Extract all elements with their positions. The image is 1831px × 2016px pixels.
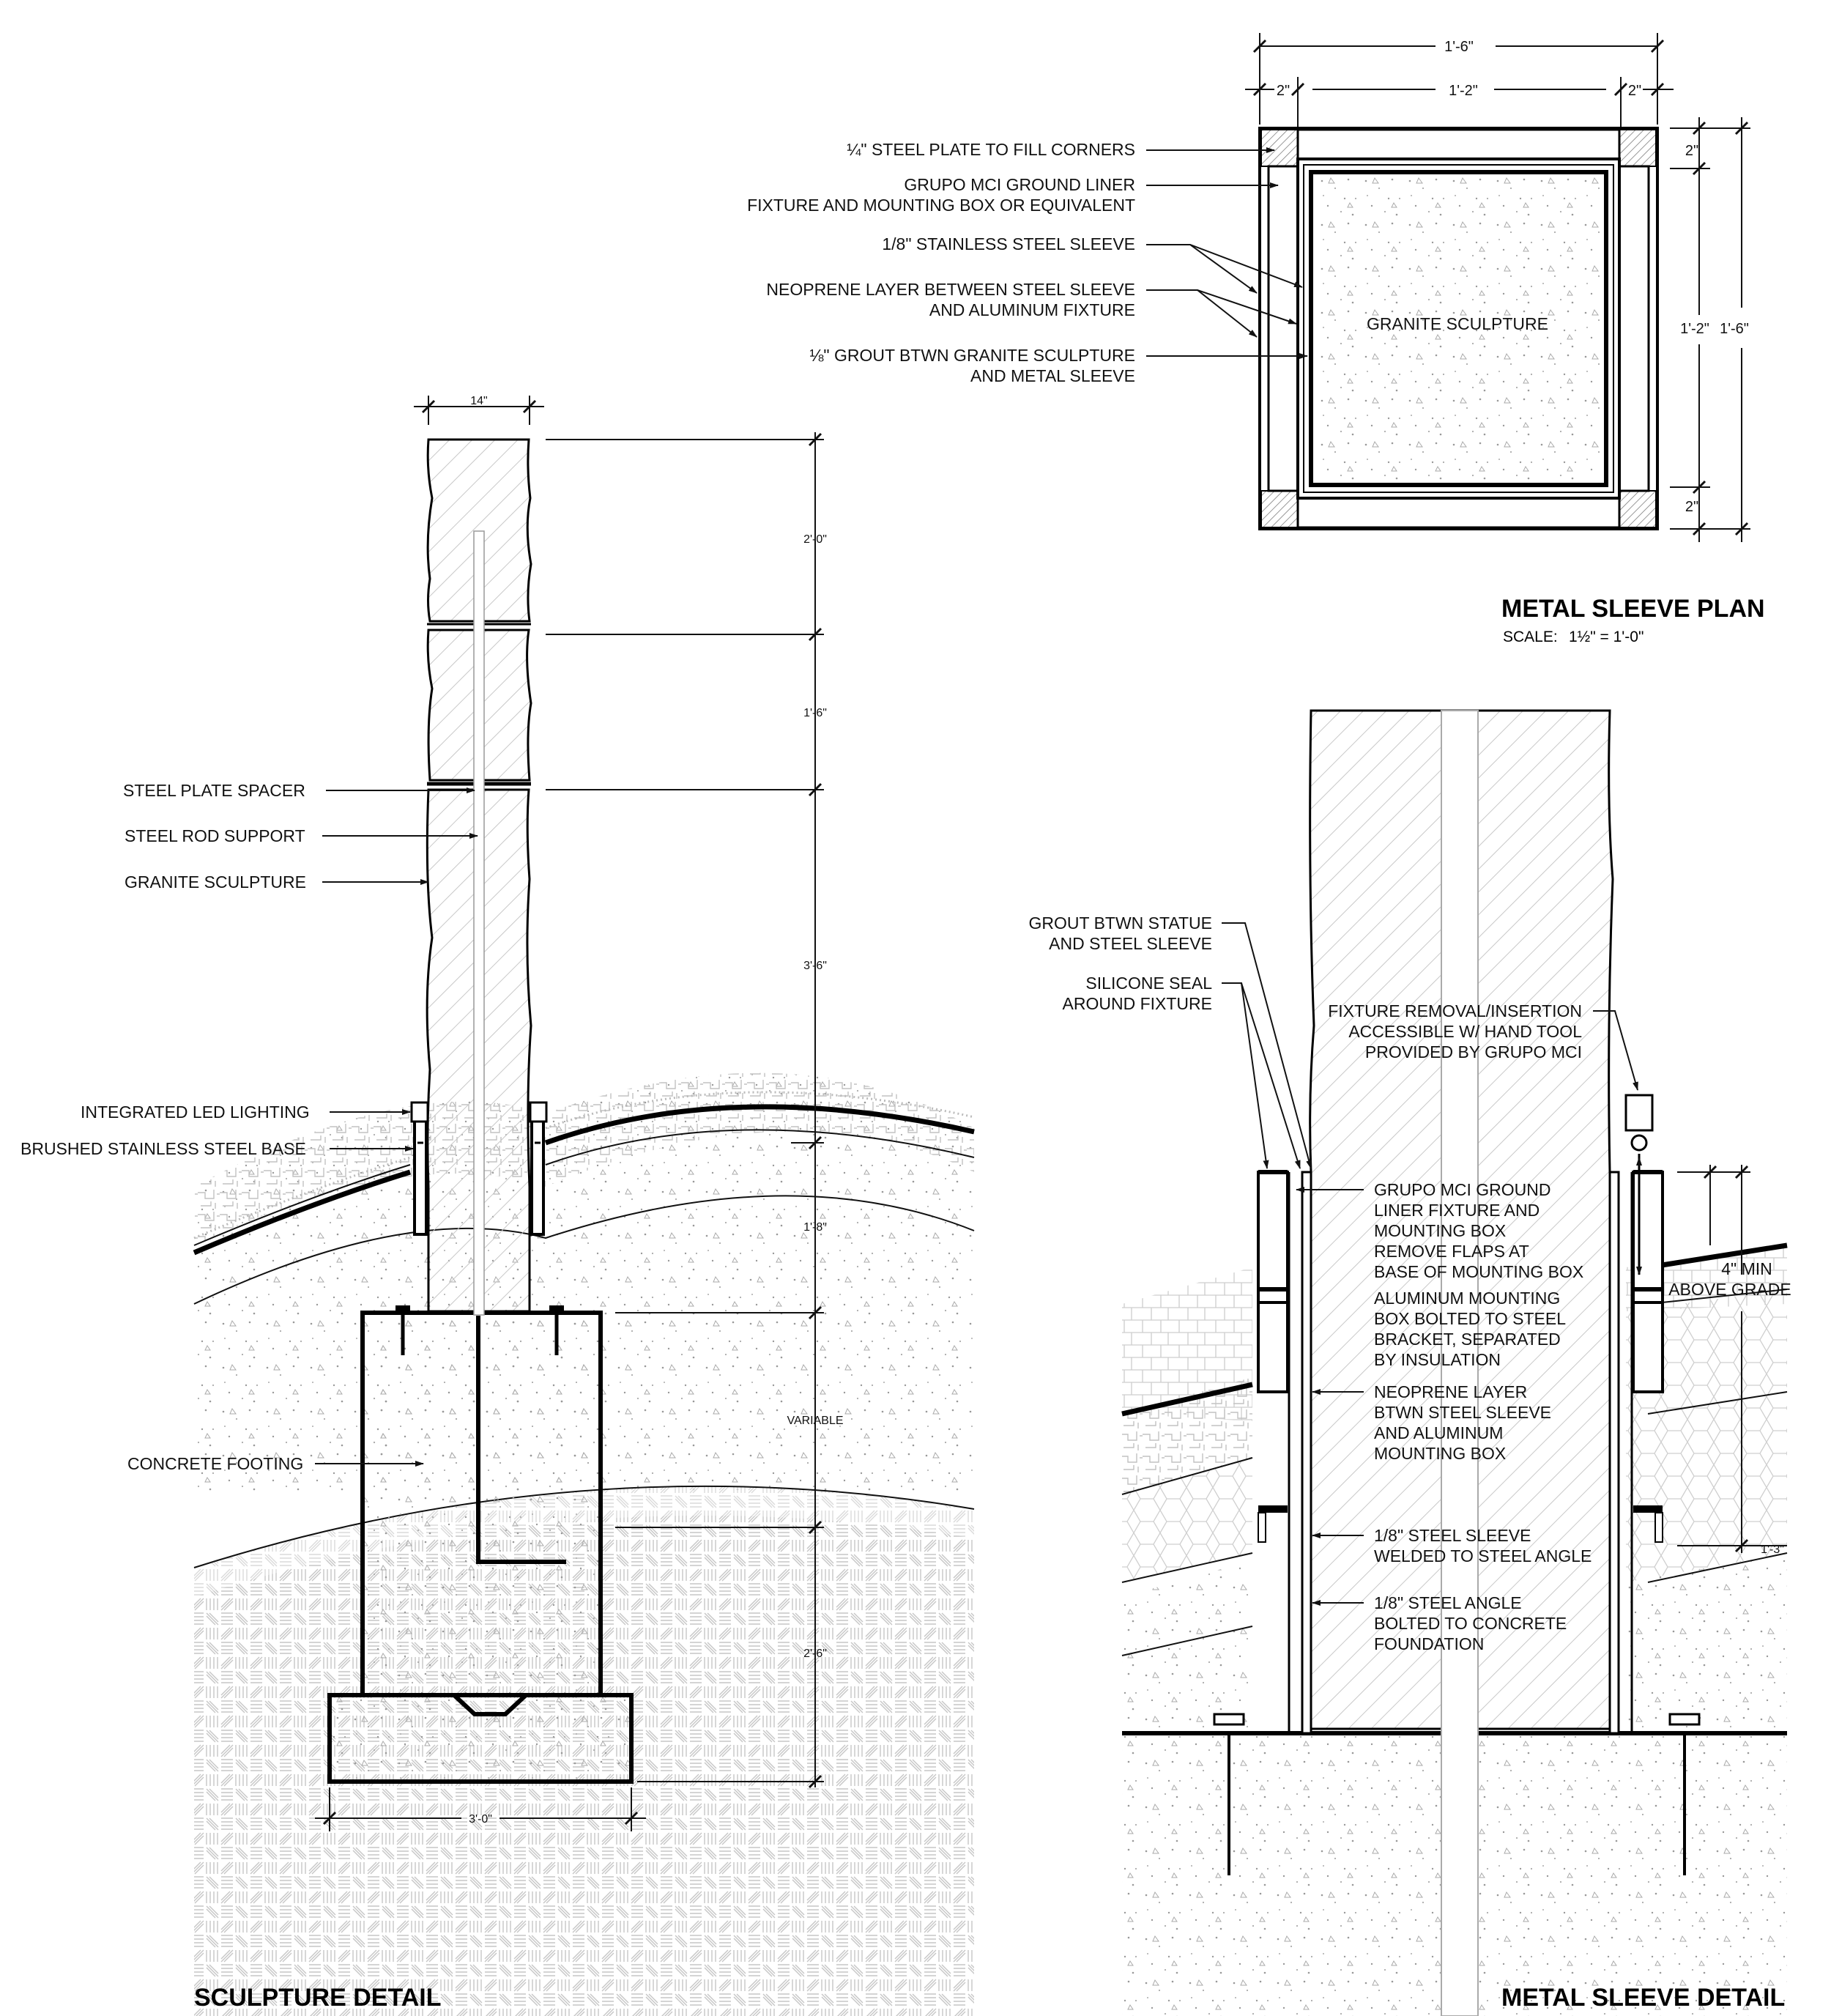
- callout-steel-angle-2: BOLTED TO CONCRETE: [1374, 1614, 1567, 1633]
- sleeve-detail-title: METAL SLEEVE DETAIL: [1501, 1984, 1785, 2012]
- corner-plate-br: [1619, 490, 1657, 528]
- sleeve-steel-rod: [1441, 710, 1479, 2016]
- sculpture-title: SCULPTURE DETAIL: [194, 1984, 441, 2012]
- dim-top: 2'-0": [803, 533, 827, 546]
- concrete-footing: [327, 1305, 634, 1784]
- plan-dim-right: 2": [1628, 83, 1641, 99]
- callout-fixture-3: PROVIDED BY GRUPO MCI: [1365, 1042, 1582, 1061]
- callout-liner-5: BASE OF MOUNTING BOX: [1374, 1262, 1583, 1281]
- corner-plate-tr: [1619, 129, 1657, 167]
- sleeve-callouts: GROUT BTWN STATUE AND STEEL SLEEVE SILIC…: [1029, 914, 1638, 1653]
- dim-footing-width: 3'-0": [469, 1813, 492, 1826]
- dim-variable: VARIABLE: [787, 1415, 843, 1427]
- grade-label-1: 4" MIN: [1721, 1259, 1772, 1278]
- callout-neoprene-4: MOUNTING BOX: [1374, 1444, 1506, 1463]
- plan-dim-side-center: 1'-2": [1680, 321, 1709, 337]
- callout-aluminum-4: BY INSULATION: [1374, 1350, 1501, 1369]
- dim-width: 14": [470, 395, 487, 407]
- callout-fixture-1: FIXTURE REMOVAL/INSERTION: [1328, 1001, 1582, 1020]
- sleeve-dimensions: 4" MIN ABOVE GRADE 1'-3": [1668, 1165, 1791, 1556]
- plan-sleeve-box: GRANITE SCULPTURE: [1258, 127, 1659, 530]
- callout-concrete-footing: CONCRETE FOOTING: [127, 1454, 303, 1473]
- plan-callout-neoprene-1: NEOPRENE LAYER BETWEEN STEEL SLEEVE: [766, 280, 1135, 299]
- steel-rod: [473, 530, 485, 1316]
- callout-aluminum-2: BOX BOLTED TO STEEL: [1374, 1309, 1566, 1328]
- plan-callout-corner-plates: ¼" STEEL PLATE TO FILL CORNERS: [847, 140, 1135, 159]
- plan-callout-ground-liner-1: GRUPO MCI GROUND LINER: [904, 175, 1135, 194]
- callout-liner-3: MOUNTING BOX: [1374, 1221, 1506, 1240]
- dim-mid: 1'-6": [803, 707, 827, 719]
- plan-dim-side-top: 2": [1685, 143, 1698, 159]
- plan-callout-neoprene-2: AND ALUMINUM FIXTURE: [929, 300, 1135, 319]
- plan-callout-stainless-sleeve: 1/8" STAINLESS STEEL SLEEVE: [882, 234, 1135, 253]
- sculpture-dimensions: 14" 2'-0" 1'-6" 3'-6" 1'-8" VARIABLE 2'-…: [315, 395, 844, 1831]
- callout-liner-2: LINER FIXTURE AND: [1374, 1201, 1540, 1220]
- callout-steel-angle-1: 1/8" STEEL ANGLE: [1374, 1593, 1522, 1612]
- sculpture-detail: 14" 2'-0" 1'-6" 3'-6" 1'-8" VARIABLE 2'-…: [21, 395, 975, 2016]
- plan-dimensions-side: 2" 1'-2" 1'-6" 2": [1670, 117, 1758, 542]
- granite-column: [426, 438, 532, 1316]
- plan-callouts: ¼" STEEL PLATE TO FILL CORNERS GRUPO MCI…: [747, 140, 1308, 385]
- plan-dimensions-top: 1'-6" 2" 1'-2" 2": [1245, 33, 1674, 132]
- callout-neoprene-2: BTWN STEEL SLEEVE: [1374, 1403, 1551, 1422]
- metal-sleeve-plan: 1'-6" 2" 1'-2" 2" 2" 1'-2" 1'-6" 2": [747, 33, 1765, 645]
- callout-steel-sleeve-1: 1/8" STEEL SLEEVE: [1374, 1526, 1531, 1545]
- dim-base: 1'-8": [803, 1221, 827, 1234]
- callout-neoprene-3: AND ALUMINUM: [1374, 1423, 1503, 1442]
- plan-granite-core: [1309, 170, 1608, 487]
- dim-footing: 2'-6": [803, 1648, 827, 1660]
- plan-dim-left: 2": [1277, 83, 1290, 99]
- callout-brushed-steel-base: BRUSHED STAINLESS STEEL BASE: [21, 1139, 306, 1158]
- callout-granite-sculpture: GRANITE SCULPTURE: [125, 872, 306, 892]
- dim-low: 3'-6": [803, 960, 827, 972]
- metal-sleeve-detail: 4" MIN ABOVE GRADE 1'-3" GROUT BTWN STAT…: [1029, 709, 1791, 2016]
- dim-depth: 1'-3": [1761, 1544, 1784, 1556]
- callout-steel-angle-3: FOUNDATION: [1374, 1634, 1484, 1653]
- callout-integrated-led: INTEGRATED LED LIGHTING: [81, 1102, 310, 1122]
- callout-steel-rod-support: STEEL ROD SUPPORT: [125, 826, 305, 845]
- corner-plate-bl: [1260, 490, 1299, 528]
- callout-neoprene-1: NEOPRENE LAYER: [1374, 1382, 1527, 1401]
- plan-scale: 1½" = 1'-0": [1569, 629, 1644, 645]
- plan-center-label: GRANITE SCULPTURE: [1367, 314, 1548, 333]
- sleeve-statue: [1309, 709, 1614, 2016]
- corner-plate-tl: [1260, 129, 1299, 167]
- plan-dim-center: 1'-2": [1449, 83, 1478, 99]
- callout-liner-4: REMOVE FLAPS AT: [1374, 1242, 1529, 1261]
- plan-callout-ground-liner-2: FIXTURE AND MOUNTING BOX OR EQUIVALENT: [747, 196, 1135, 215]
- callout-silicone-1: SILICONE SEAL: [1085, 974, 1212, 993]
- stainless-steel-base: [410, 1101, 548, 1236]
- sculpture-callouts: STEEL PLATE SPACER STEEL ROD SUPPORT GRA…: [21, 781, 478, 1473]
- callout-steel-plate-spacer: STEEL PLATE SPACER: [123, 781, 305, 800]
- plan-dim-side-bottom: 2": [1685, 499, 1698, 515]
- plan-title: METAL SLEEVE PLAN: [1501, 595, 1765, 623]
- callout-aluminum-1: ALUMINUM MOUNTING: [1374, 1289, 1560, 1308]
- callout-grout-2: AND STEEL SLEEVE: [1049, 934, 1212, 953]
- steel-sleeve-walls: [1213, 1094, 1701, 1875]
- callout-silicone-2: AROUND FIXTURE: [1063, 994, 1212, 1013]
- plan-scale-prefix: SCALE:: [1503, 629, 1558, 645]
- callout-grout-1: GROUT BTWN STATUE: [1029, 914, 1212, 933]
- callout-liner-1: GRUPO MCI GROUND: [1374, 1180, 1551, 1199]
- plan-callout-grout-2: AND METAL SLEEVE: [970, 366, 1135, 385]
- callout-fixture-2: ACCESSIBLE W/ HAND TOOL: [1348, 1022, 1582, 1041]
- plan-callout-grout-1: ⅛" GROUT BTWN GRANITE SCULPTURE: [809, 346, 1135, 365]
- plan-dim-overall: 1'-6": [1444, 39, 1474, 55]
- grade-label-2: ABOVE GRADE: [1668, 1280, 1791, 1299]
- plan-dim-side-overall: 1'-6": [1720, 321, 1749, 337]
- fixture-icon: [1624, 1094, 1654, 1132]
- callout-aluminum-3: BRACKET, SEPARATED: [1374, 1330, 1561, 1349]
- callout-steel-sleeve-2: WELDED TO STEEL ANGLE: [1374, 1546, 1592, 1565]
